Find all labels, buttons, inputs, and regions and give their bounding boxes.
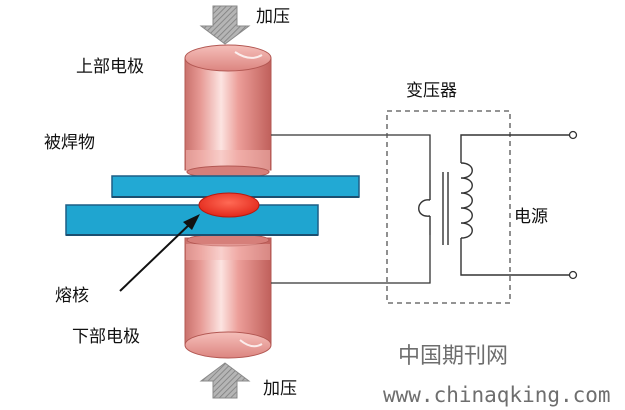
terminal-bottom-icon (568, 270, 578, 280)
upper-workpiece-plate (111, 175, 360, 198)
power-source-label: 电源 (514, 207, 548, 227)
upper-electrode (184, 44, 272, 179)
lower-electrode (184, 233, 272, 359)
pressure-label-bottom: 加压 (263, 379, 297, 399)
watermark-url: www.chinaqking.com (383, 383, 611, 407)
nugget-pointer-arrow-icon (119, 214, 200, 292)
transformer-box (386, 110, 511, 304)
watermark-chinese: 中国期刊网 (398, 344, 508, 369)
transformer-coil-icon (418, 134, 570, 276)
pressure-arrow-bottom-icon (199, 362, 251, 399)
upper-electrode-label: 上部电极 (76, 57, 144, 77)
transformer-label: 变压器 (406, 81, 457, 101)
terminal-top-icon (568, 130, 578, 140)
workpiece-label: 被焊物 (44, 133, 95, 153)
weld-nugget (198, 192, 260, 218)
nugget-label: 熔核 (55, 286, 89, 306)
pressure-label-top: 加压 (256, 7, 290, 27)
circuit-wires (271, 134, 431, 284)
pressure-arrow-top-icon (199, 5, 251, 45)
lower-electrode-label: 下部电极 (72, 327, 140, 347)
